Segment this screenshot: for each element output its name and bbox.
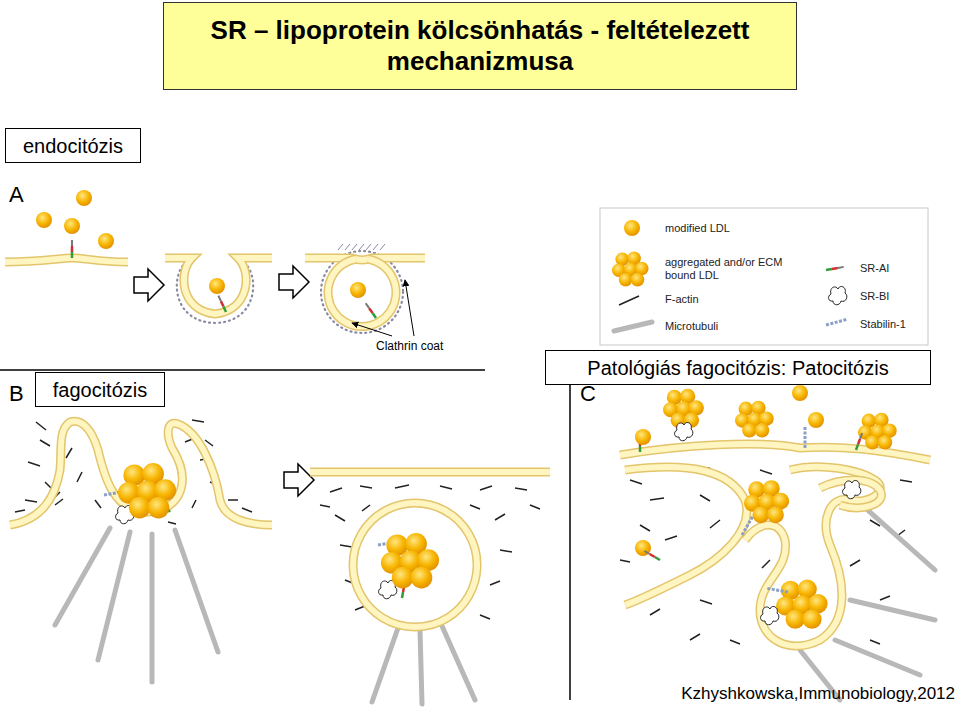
callout-label: Clathrin coat bbox=[376, 340, 443, 354]
section-label-box: fagocitózis bbox=[35, 372, 165, 407]
panel-letter: C bbox=[580, 381, 596, 406]
section-label: Patológiás fagocitózis: Patocitózis bbox=[587, 356, 888, 380]
legend-entry: SR-BI bbox=[860, 290, 889, 303]
title-box: SR – lipoprotein kölcsönhatás - feltétel… bbox=[163, 2, 797, 90]
legend-text: aggregated and/or ECM bound LDL bbox=[665, 256, 783, 282]
legend-entry: aggregated and/or ECM bound LDL bbox=[665, 256, 783, 282]
section-label: endocitózis bbox=[23, 134, 123, 158]
panel-letter: A bbox=[9, 182, 24, 207]
panel-letter: B bbox=[9, 381, 24, 406]
legend-entry: F-actin bbox=[665, 293, 699, 306]
section-label-box: endocitózis bbox=[5, 128, 141, 163]
legend-text: Stabilin-1 bbox=[860, 318, 906, 331]
legend-text: SR-BI bbox=[860, 290, 889, 303]
legend-text: Microtubuli bbox=[665, 320, 718, 333]
legend-entry: modified LDL bbox=[665, 222, 730, 235]
legend-text: SR-AI bbox=[860, 262, 889, 275]
section-label: fagocitózis bbox=[53, 378, 148, 402]
title-text: SR – lipoprotein kölcsönhatás - feltétel… bbox=[194, 15, 766, 77]
legend-text: modified LDL bbox=[665, 222, 730, 235]
legend-entry: Microtubuli bbox=[665, 320, 718, 333]
legend-entry: Stabilin-1 bbox=[860, 318, 906, 331]
legend-text: F-actin bbox=[665, 293, 699, 306]
legend-entry: SR-AI bbox=[860, 262, 889, 275]
section-label-box: Patológiás fagocitózis: Patocitózis bbox=[545, 350, 931, 385]
citation: Kzhyshkowska,Immunobiology,2012 bbox=[681, 684, 955, 704]
